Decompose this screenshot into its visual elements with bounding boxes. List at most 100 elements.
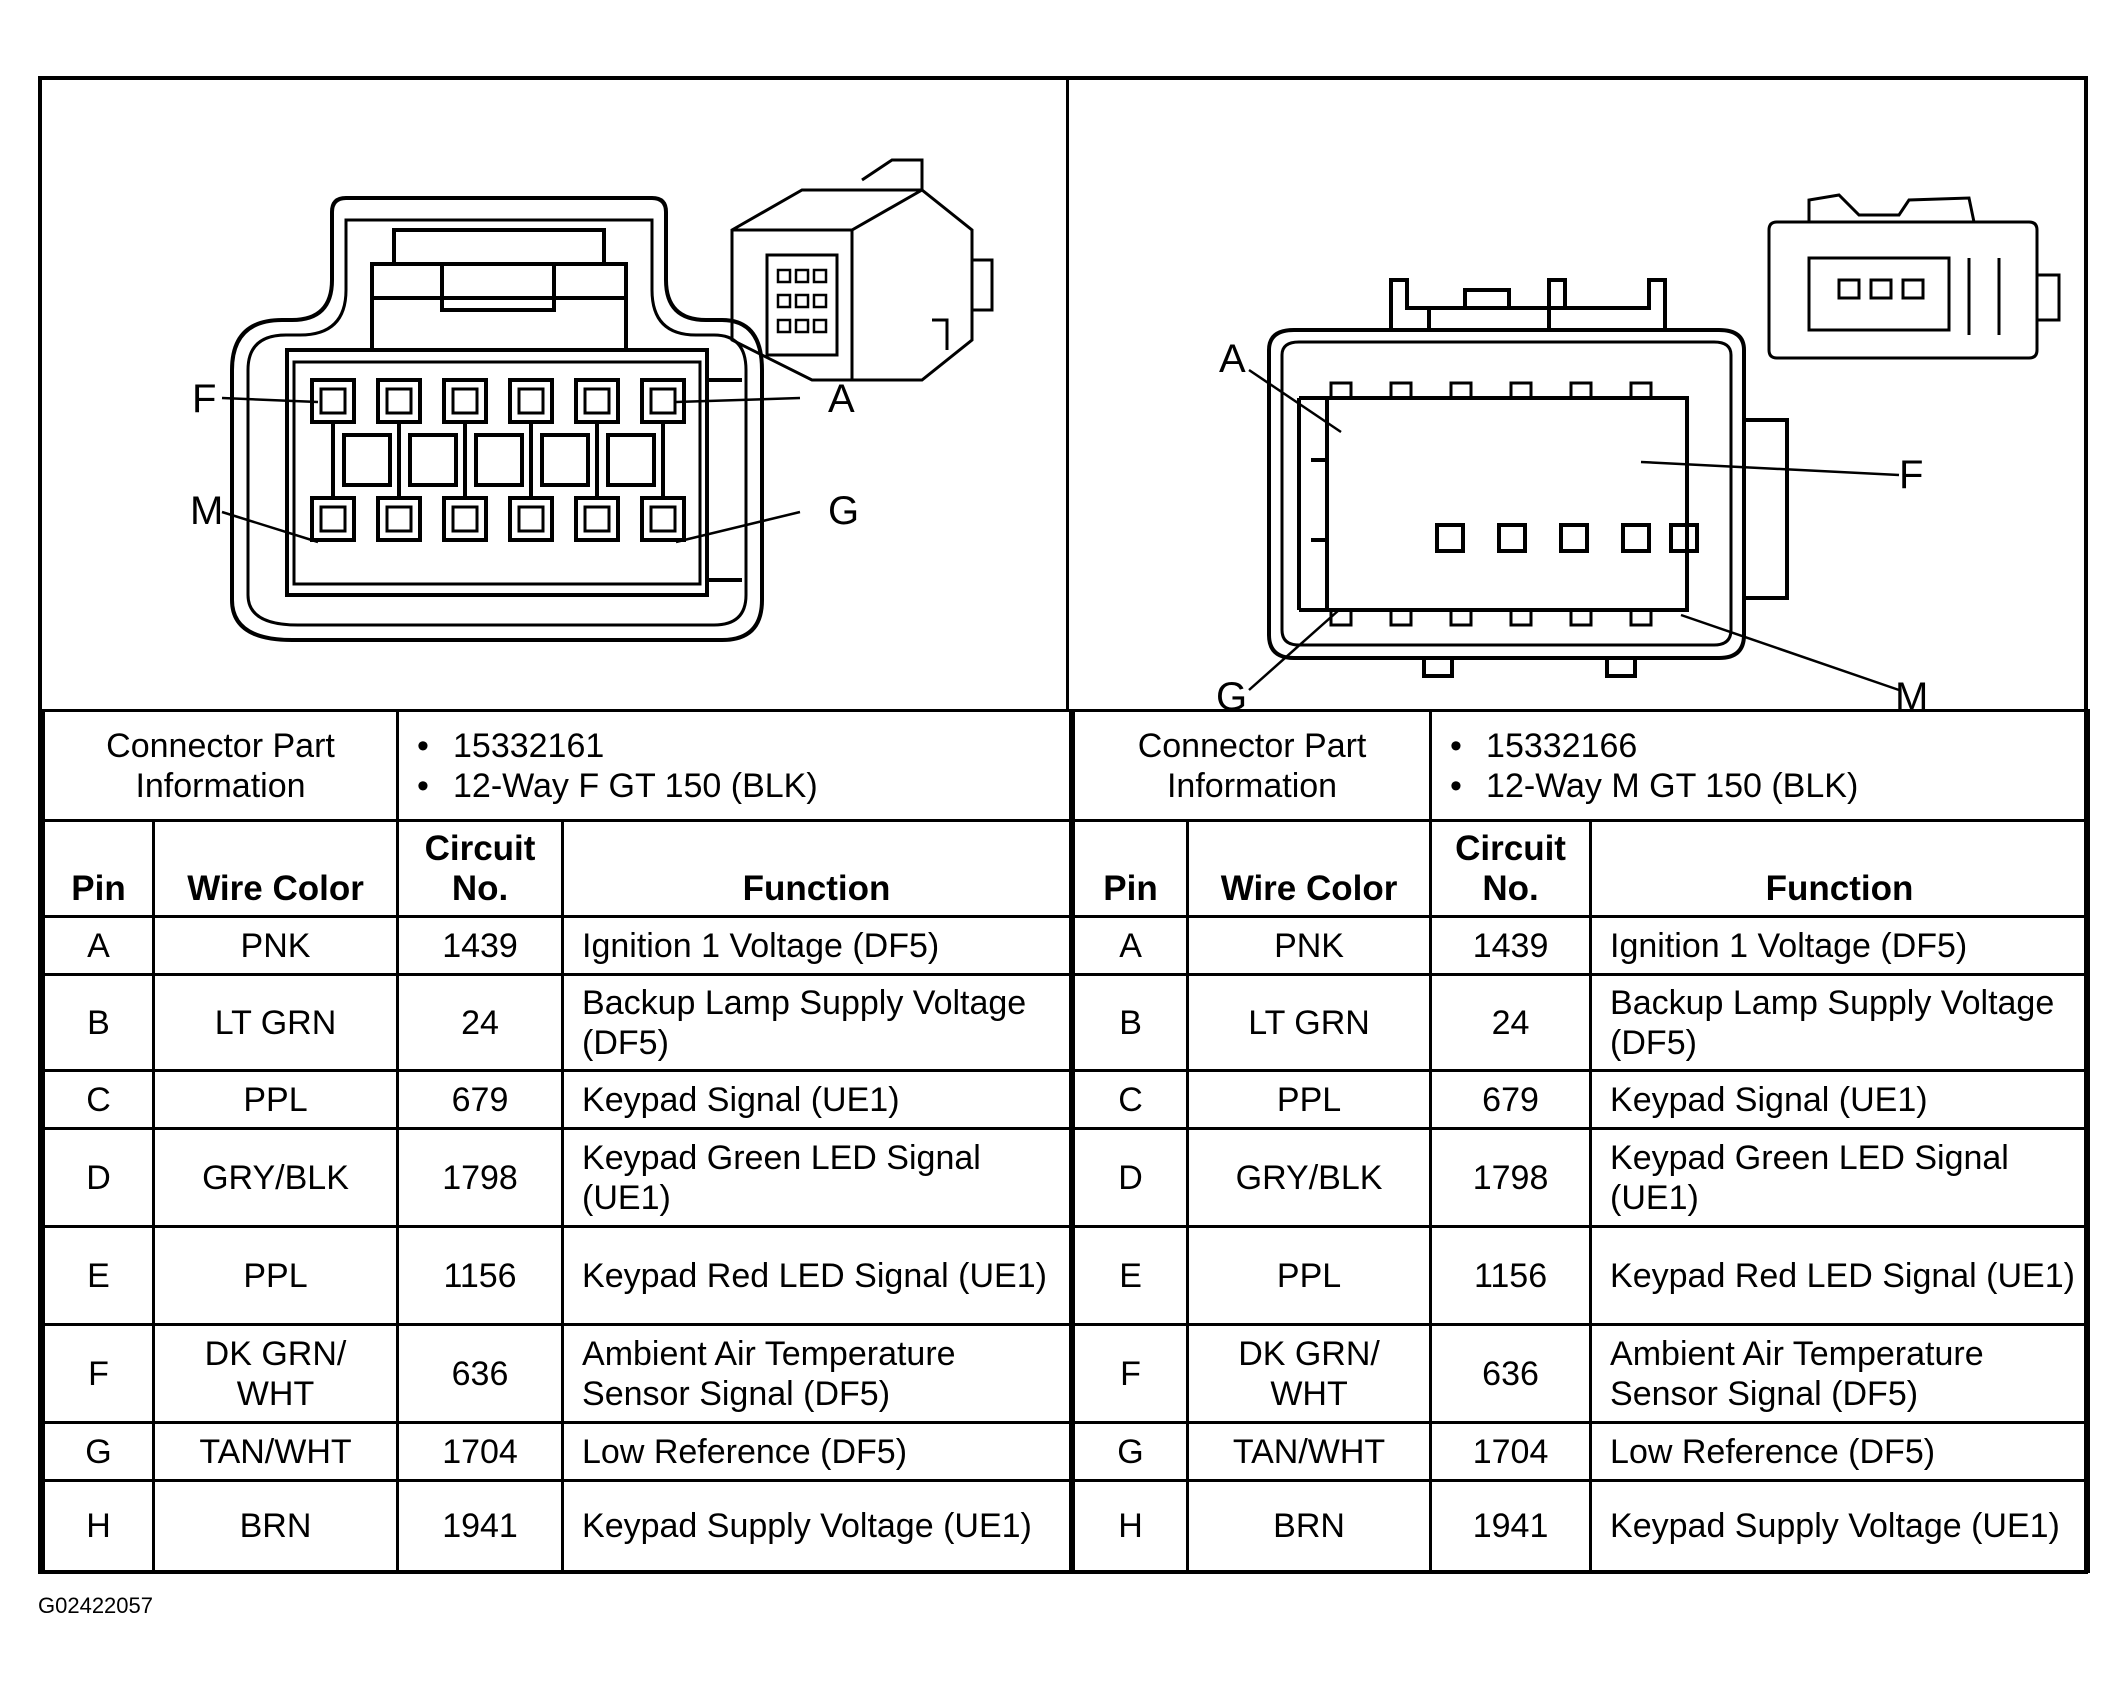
left-cell-wire: GRY/BLK — [151, 1127, 400, 1228]
right-cell-pin: C — [1072, 1069, 1190, 1130]
right-cell-function: Keypad Signal (UE1) — [1589, 1069, 2091, 1130]
right-cell-function: Keypad Green LED Signal (UE1) — [1589, 1127, 2091, 1228]
left-cell-pin: G — [42, 1421, 155, 1482]
right-header-circuit: Circuit No. — [1429, 819, 1593, 918]
left-cell-function: Ignition 1 Voltage (DF5) — [561, 915, 1073, 976]
figure-id: G02422057 — [38, 1593, 153, 1618]
right-cell-pin: D — [1072, 1127, 1190, 1228]
connector-tables: Connector Part Information 15332161 12-W… — [41, 709, 2091, 1573]
right-connector-drawing: A F G M — [1216, 193, 2061, 709]
left-label-g: G — [828, 489, 859, 533]
right-cell-circuit: 1941 — [1429, 1479, 1593, 1573]
right-label-f: F — [1899, 453, 1923, 497]
right-part-number: 15332166 — [1442, 726, 2077, 766]
right-cell-function: Low Reference (DF5) — [1589, 1421, 2091, 1482]
left-part-number: 15332161 — [409, 726, 1059, 766]
left-cell-pin: A — [42, 915, 155, 976]
right-cell-circuit: 1156 — [1429, 1225, 1593, 1326]
left-cell-circuit: 636 — [396, 1323, 565, 1424]
left-pinout-table: Connector Part Information 15332161 12-W… — [41, 709, 1073, 1573]
left-part-info: 15332161 12-Way F GT 150 (BLK) — [396, 709, 1073, 822]
left-cell-wire: TAN/WHT — [151, 1421, 400, 1482]
left-cell-function: Keypad Green LED Signal (UE1) — [561, 1127, 1073, 1228]
right-cell-circuit: 24 — [1429, 973, 1593, 1072]
left-cell-circuit: 1798 — [396, 1127, 565, 1228]
right-cell-wire: PPL — [1186, 1069, 1433, 1130]
left-connector-isometric-icon — [730, 158, 994, 382]
right-cell-circuit: 679 — [1429, 1069, 1593, 1130]
left-header-circuit: Circuit No. — [396, 819, 565, 918]
left-label-f: F — [192, 377, 216, 421]
left-cell-pin: F — [42, 1323, 155, 1424]
left-cell-circuit: 1941 — [396, 1479, 565, 1573]
right-part-desc: 12-Way M GT 150 (BLK) — [1442, 766, 2077, 806]
right-cell-pin: G — [1072, 1421, 1190, 1482]
right-cell-circuit: 1704 — [1429, 1421, 1593, 1482]
right-cell-pin: F — [1072, 1323, 1190, 1424]
right-label-m: M — [1895, 675, 1928, 709]
right-cell-wire: PNK — [1186, 915, 1433, 976]
right-cell-circuit: 636 — [1429, 1323, 1593, 1424]
left-info-row: Connector Part Information 15332161 12-W… — [41, 709, 1073, 822]
left-header-row: Pin Wire Color Circuit No. Function — [42, 819, 1073, 918]
right-cell-wire: GRY/BLK — [1186, 1127, 1433, 1228]
right-header-wire: Wire Color — [1186, 819, 1433, 918]
right-cell-circuit: 1798 — [1429, 1127, 1593, 1228]
left-cell-function: Ambient Air Temperature Sensor Signal (D… — [561, 1323, 1073, 1424]
left-cell-wire: PNK — [151, 915, 400, 976]
right-cell-wire: BRN — [1186, 1479, 1433, 1573]
left-cell-circuit: 1439 — [396, 915, 565, 976]
left-cell-pin: H — [42, 1479, 155, 1573]
left-cell-function: Keypad Supply Voltage (UE1) — [561, 1479, 1073, 1573]
right-cell-function: Ignition 1 Voltage (DF5) — [1589, 915, 2091, 976]
left-cell-function: Low Reference (DF5) — [561, 1421, 1073, 1482]
left-cell-circuit: 1704 — [396, 1421, 565, 1482]
right-cell-function: Keypad Red LED Signal (UE1) — [1589, 1225, 2091, 1326]
left-cell-wire: DK GRN/ WHT — [151, 1323, 400, 1424]
left-header-pin: Pin — [42, 819, 155, 918]
right-part-info: 15332166 12-Way M GT 150 (BLK) — [1429, 709, 2091, 822]
left-header-function: Function — [561, 819, 1073, 918]
left-cell-circuit: 24 — [396, 973, 565, 1072]
left-cell-pin: C — [42, 1069, 155, 1130]
right-header-function: Function — [1589, 819, 2091, 918]
left-cell-pin: D — [42, 1127, 155, 1228]
right-header-pin: Pin — [1072, 819, 1190, 918]
terminal-row-top — [310, 378, 686, 424]
right-label-a: A — [1219, 337, 1246, 381]
right-cell-wire: PPL — [1186, 1225, 1433, 1326]
right-cell-wire: TAN/WHT — [1186, 1421, 1433, 1482]
right-cell-wire: LT GRN — [1186, 973, 1433, 1072]
right-cell-wire: DK GRN/ WHT — [1186, 1323, 1433, 1424]
panel-divider — [1066, 80, 1069, 709]
right-cell-circuit: 1439 — [1429, 915, 1593, 976]
left-cell-wire: PPL — [151, 1069, 400, 1130]
left-cell-wire: LT GRN — [151, 973, 400, 1072]
left-cell-function: Backup Lamp Supply Voltage (DF5) — [561, 973, 1073, 1072]
left-cell-circuit: 1156 — [396, 1225, 565, 1326]
right-cell-pin: E — [1072, 1225, 1190, 1326]
right-pinout-table: Connector Part Information 15332166 12-W… — [1072, 709, 2091, 1573]
left-label-a: A — [828, 377, 855, 421]
left-cell-wire: BRN — [151, 1479, 400, 1573]
right-header-row: Pin Wire Color Circuit No. Function — [1072, 819, 2091, 918]
left-cell-function: Keypad Signal (UE1) — [561, 1069, 1073, 1130]
right-info-label: Connector Part Information — [1072, 709, 1433, 822]
right-connector-isometric-icon — [1767, 193, 2061, 360]
right-cell-pin: H — [1072, 1479, 1190, 1573]
